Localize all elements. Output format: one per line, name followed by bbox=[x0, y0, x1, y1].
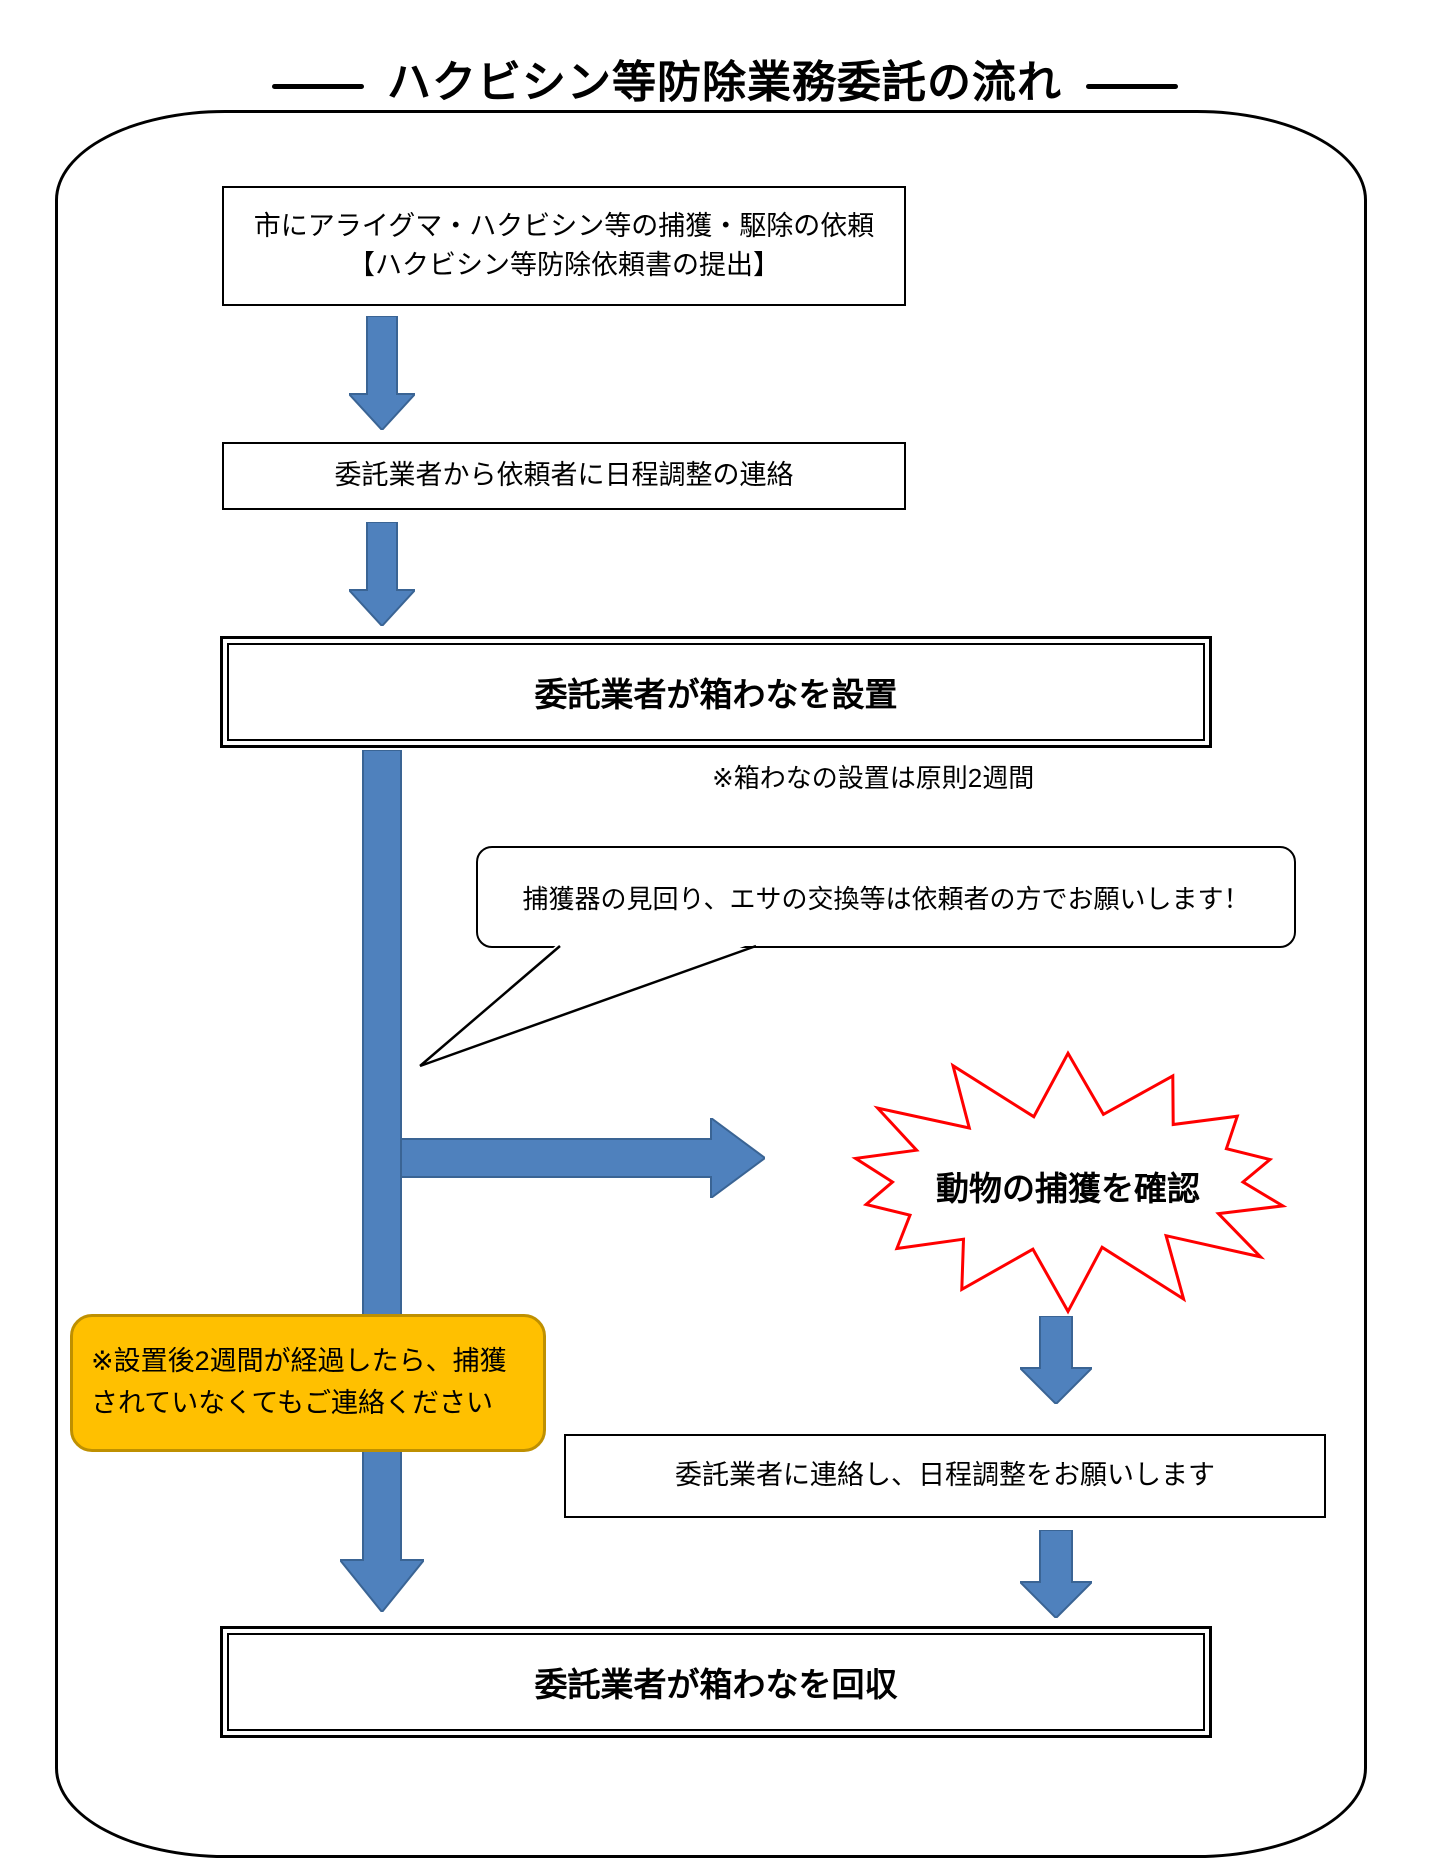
step-request-line1: 市にアライグマ・ハクビシン等の捕獲・駆除の依頼 bbox=[253, 210, 875, 241]
step-trap-set-text: 委託業者が箱わなを設置 bbox=[227, 643, 1205, 741]
title-rule-left bbox=[272, 84, 364, 89]
callout-tail bbox=[419, 942, 757, 1068]
callout-text: 捕獲器の見回り、エサの交換等は依頼者の方でお願いします！ bbox=[522, 883, 1250, 914]
step-trap-set-box: 委託業者が箱わなを設置 bbox=[220, 636, 1212, 748]
down-arrow-3 bbox=[1020, 1316, 1092, 1404]
step-request-box: 市にアライグマ・ハクビシン等の捕獲・駆除の依頼 【ハクビシン等防除依頼書の提出】 bbox=[222, 186, 906, 306]
title-rule-right bbox=[1086, 84, 1178, 89]
callout-bubble: 捕獲器の見回り、エサの交換等は依頼者の方でお願いします！ bbox=[476, 846, 1296, 948]
down-arrow-4 bbox=[1020, 1530, 1092, 1618]
step-trap-collect-text: 委託業者が箱わなを回収 bbox=[227, 1633, 1205, 1731]
two-week-warning-text: ※設置後2週間が経過したら、捕獲されていなくてもご連絡ください bbox=[91, 1346, 507, 1418]
step-schedule-contact-box: 委託業者から依頼者に日程調整の連絡 bbox=[222, 442, 906, 510]
down-arrow-1 bbox=[349, 316, 415, 430]
step-trap-collect-box: 委託業者が箱わなを回収 bbox=[220, 1626, 1212, 1738]
outer-frame bbox=[55, 110, 1367, 1858]
step-schedule-contact-text: 委託業者から依頼者に日程調整の連絡 bbox=[334, 460, 794, 491]
down-arrow-2 bbox=[349, 522, 415, 626]
long-down-arrow bbox=[340, 750, 424, 1612]
page-title: ハクビシン等防除業務委託の流れ bbox=[387, 58, 1062, 107]
step-contact-contractor-box: 委託業者に連絡し、日程調整をお願いします bbox=[564, 1434, 1326, 1518]
capture-burst bbox=[851, 1050, 1288, 1315]
capture-burst-text: 動物の捕獲を確認 bbox=[936, 1170, 1200, 1207]
step-request-line2: 【ハクビシン等防除依頼書の提出】 bbox=[348, 250, 780, 280]
trap-period-note: ※箱わなの設置は原則2週間 bbox=[712, 763, 1035, 793]
step-contact-contractor-text: 委託業者に連絡し、日程調整をお願いします bbox=[675, 1460, 1215, 1491]
two-week-warning-box: ※設置後2週間が経過したら、捕獲されていなくてもご連絡ください bbox=[70, 1314, 546, 1452]
right-branch-arrow bbox=[401, 1118, 765, 1198]
